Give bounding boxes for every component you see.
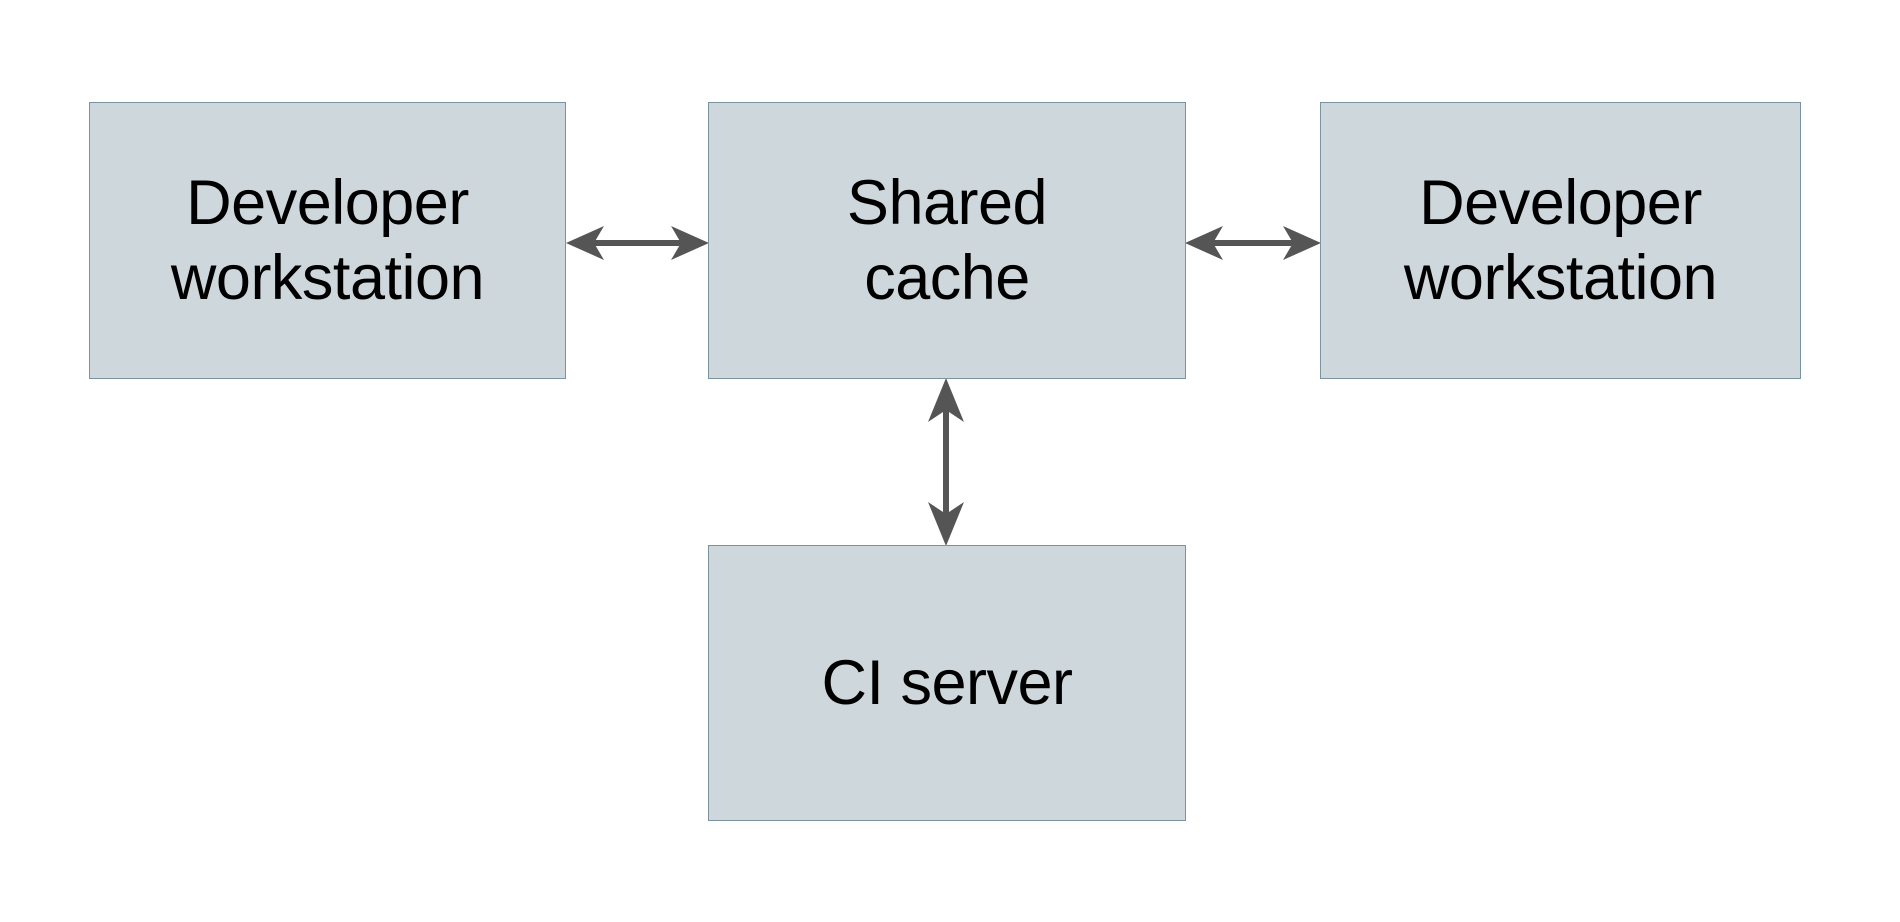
edge-dev-left-shared-arrowhead-start (566, 226, 604, 260)
edge-dev-left-shared (566, 226, 709, 260)
node-developer-workstation-right-label: Developer workstation (1403, 168, 1718, 313)
node-shared-cache-label: Shared cache (846, 168, 1048, 313)
edge-shared-dev-right (1185, 226, 1321, 260)
node-developer-workstation-right[interactable]: Developer workstation (1320, 102, 1801, 379)
edge-shared-dev-right-arrowhead-start (1185, 226, 1223, 260)
node-ci-server-label: CI server (821, 647, 1073, 718)
edge-shared-ci-arrowhead-bottom (928, 502, 964, 546)
edge-dev-left-shared-arrowhead-end (671, 226, 709, 260)
node-developer-workstation-left[interactable]: Developer workstation (89, 102, 566, 379)
node-shared-cache[interactable]: Shared cache (708, 102, 1186, 379)
edge-shared-ci (928, 378, 964, 546)
edge-shared-dev-right-arrowhead-end (1283, 226, 1321, 260)
node-developer-workstation-left-label: Developer workstation (170, 168, 485, 313)
edge-shared-ci-arrowhead-top (928, 378, 964, 422)
node-ci-server[interactable]: CI server (708, 545, 1186, 821)
